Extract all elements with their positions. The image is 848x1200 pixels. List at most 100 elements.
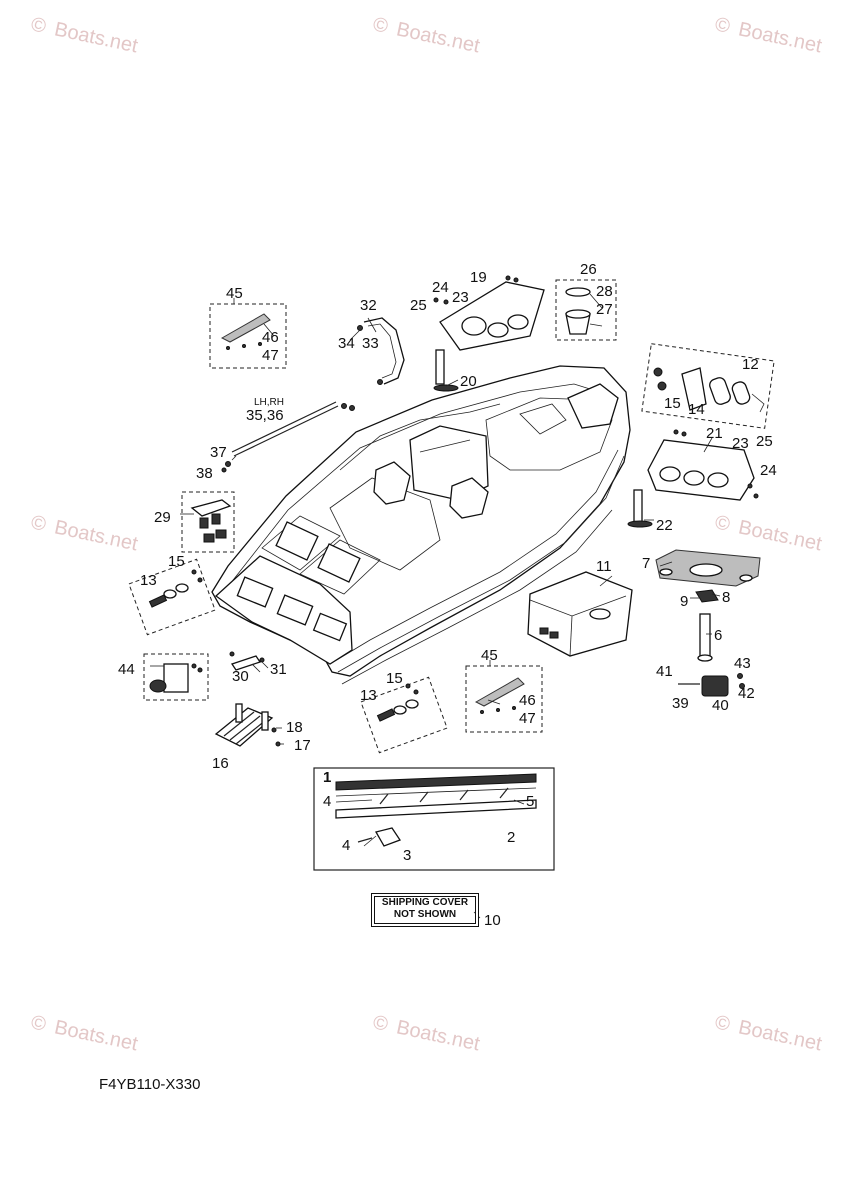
watermark-text: Boats.net: [52, 1016, 140, 1055]
callout-12: 12: [742, 356, 759, 373]
watermark-symbol: ©: [371, 1011, 390, 1036]
callout-40: 40: [712, 697, 729, 714]
callout-43: 43: [734, 655, 751, 672]
callout-28: 28: [596, 283, 613, 300]
callout-2: 2: [507, 829, 515, 846]
callout-47-lower: 47: [519, 710, 536, 727]
watermark-symbol: ©: [29, 1011, 48, 1036]
callout-1: 1: [323, 769, 331, 786]
table-post: [697, 613, 713, 662]
cup-holder-group: [555, 279, 617, 341]
callout-33: 33: [362, 335, 379, 352]
callout-4-upper: 4: [323, 793, 331, 810]
callout-39: 39: [672, 695, 689, 712]
watermark-symbol: ©: [29, 13, 48, 38]
callout-44: 44: [118, 661, 135, 678]
watermark-text: Boats.net: [736, 18, 824, 57]
callout-47-upper: 47: [262, 347, 279, 364]
callout-17: 17: [294, 737, 311, 754]
watermark-symbol: ©: [713, 511, 732, 536]
callout-42: 42: [738, 685, 755, 702]
cooler: [527, 571, 633, 657]
callout-24-upper: 24: [432, 279, 449, 296]
watermark-text: Boats.net: [736, 516, 824, 555]
callout-5: 5: [526, 793, 534, 810]
drain-plug-group: [143, 653, 209, 701]
callout-15-right: 15: [664, 395, 681, 412]
callout-15-left: 15: [168, 553, 185, 570]
callout-45-lower: 45: [481, 647, 498, 664]
callout-23-right: 23: [732, 435, 749, 452]
callout-30: 30: [232, 668, 249, 685]
bracket-group: [229, 651, 265, 671]
watermark-symbol: ©: [713, 13, 732, 38]
cup-tray-upper: [433, 275, 545, 351]
callout-20: 20: [460, 373, 477, 390]
grab-rail: [357, 317, 405, 385]
callout-3: 3: [403, 847, 411, 864]
watermark-text: Boats.net: [394, 18, 482, 57]
callout-13-left: 13: [140, 572, 157, 589]
rub-rail-box: [313, 767, 555, 871]
callout-18: 18: [286, 719, 303, 736]
callout-23-upper: 23: [452, 289, 469, 306]
hinge-group: [641, 343, 775, 429]
table-top: [655, 549, 761, 603]
side-note-lh-rh: LH,RH: [254, 397, 284, 408]
drain-fitting-right: [627, 489, 653, 528]
callout-45-upper: 45: [226, 285, 243, 302]
fastener-group-left: [128, 558, 216, 636]
callout-8: 8: [722, 589, 730, 606]
fastener-group-lower: [360, 676, 448, 754]
callout-35-36: 35,36: [246, 407, 284, 424]
callout-16: 16: [212, 755, 229, 772]
callout-34: 34: [338, 335, 355, 352]
watermark-symbol: ©: [371, 13, 390, 38]
callout-31: 31: [270, 661, 287, 678]
callout-15-lower: 15: [386, 670, 403, 687]
callout-21: 21: [706, 425, 723, 442]
callout-27: 27: [596, 301, 613, 318]
callout-7: 7: [642, 555, 650, 572]
callout-6: 6: [714, 627, 722, 644]
callout-29: 29: [154, 509, 171, 526]
leader-lines: [150, 293, 721, 919]
callout-9: 9: [680, 593, 688, 610]
watermark-text: Boats.net: [52, 516, 140, 555]
watermark-text: Boats.net: [394, 1016, 482, 1055]
cable-assembly: [221, 401, 355, 473]
boat-hull: [211, 365, 631, 685]
callout-41: 41: [656, 663, 673, 680]
callout-37: 37: [210, 444, 227, 461]
callout-22: 22: [656, 517, 673, 534]
cup-tray-right: [647, 429, 759, 501]
watermark-symbol: ©: [713, 1011, 732, 1036]
callout-25-right: 25: [756, 433, 773, 450]
shipping-cover-line1: SHIPPING COVER: [381, 897, 469, 908]
watermark-symbol: ©: [29, 511, 48, 536]
diagram-code: F4YB110-X330: [99, 1076, 201, 1093]
watermark-text: Boats.net: [736, 1016, 824, 1055]
callout-4-lower: 4: [342, 837, 350, 854]
drain-fitting-upper: [433, 349, 459, 392]
callout-13-lower: 13: [360, 687, 377, 704]
table-base-group: [678, 673, 745, 697]
callout-25-upper: 25: [410, 297, 427, 314]
callout-11: 11: [596, 558, 612, 575]
callout-24-right: 24: [760, 462, 777, 479]
callout-10: 10: [484, 912, 501, 929]
callout-26: 26: [580, 261, 597, 278]
callout-46-upper: 46: [262, 329, 279, 346]
callout-38: 38: [196, 465, 213, 482]
cleat-group: [181, 491, 235, 553]
callout-labels: 1 2 3 4 4 5 6 7 8 9 11 12 13 13 14 15 15…: [118, 261, 777, 929]
decal-kit-group-lower: [465, 660, 543, 733]
boarding-ladder: [214, 703, 281, 747]
callout-46-lower: 46: [519, 692, 536, 709]
decal-kit-group-upper: [209, 298, 287, 369]
callout-19: 19: [470, 269, 487, 286]
watermark-text: Boats.net: [52, 18, 140, 57]
shipping-cover-note: SHIPPING COVER NOT SHOWN: [374, 896, 476, 924]
